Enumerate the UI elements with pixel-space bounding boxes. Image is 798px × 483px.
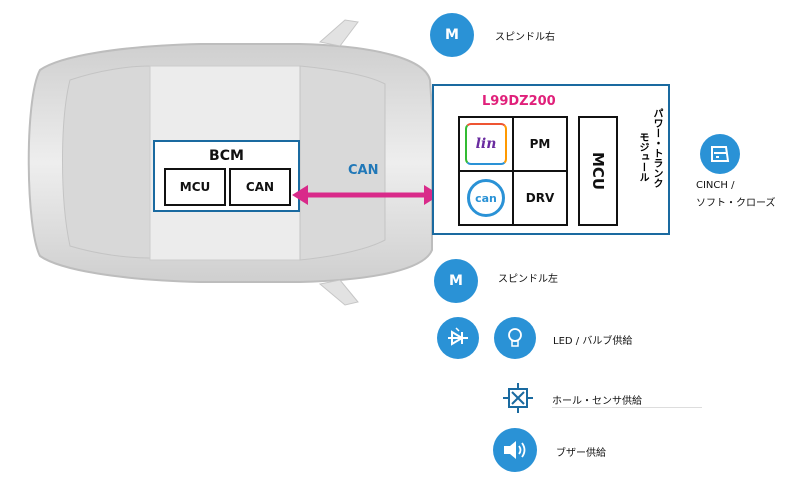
can-bus-arrow [292,185,440,205]
motor-left-icon: M [434,259,478,303]
bulb-icon [494,317,536,359]
module-name-col1: パワー・トランク [651,108,662,188]
cinch-label-line1: CINCH / [696,180,735,191]
can-chip: can [458,170,514,226]
bcm-mcu-chip: MCU [164,168,226,206]
lin-logo-text: lin [475,136,497,152]
lightbulb-icon [508,328,522,347]
diode-icon [448,327,468,346]
spindle-left-label: スピンドル左 [498,274,558,285]
cinch-door-icon [700,134,740,174]
spindle-right-label: スピンドル右 [495,32,555,43]
mirror-top [318,19,359,47]
hall-sensor-label: ホール・センサ供給 [552,392,702,408]
module-mcu-label: MCU [589,151,607,191]
hall-sensor-icon [503,383,533,413]
drv-chip: DRV [512,170,568,226]
led-bulb-label: LED / バルブ供給 [553,336,633,347]
part-number: L99DZ200 [482,94,556,109]
power-trunk-module-box: L99DZ200 lin PM can DRV MCU パワー・トランク モジュ… [432,84,670,235]
windshield-front [299,65,386,261]
buzzer-label: ブザー供給 [556,448,606,459]
buzzer-icon [493,428,537,472]
can-bus-label: CAN [348,163,379,178]
bcm-can-chip: CAN [229,168,291,206]
module-name: パワー・トランク モジュール [630,102,666,226]
bcm-box: BCM MCU CAN [153,140,300,212]
pm-chip: PM [512,116,568,172]
led-icon [437,317,479,359]
speaker-icon [504,441,526,459]
door-icon [711,146,730,162]
bcm-title: BCM [209,148,244,164]
can-logo-text: can [475,191,497,205]
lin-logo-icon: lin [465,123,507,165]
mirror-bottom [318,279,359,306]
windshield-rear [62,65,151,259]
cinch-label-line2: ソフト・クローズ [696,198,776,209]
motor-right-icon: M [430,13,474,57]
module-name-col2: モジュール [637,132,648,182]
module-mcu-chip: MCU [578,116,618,226]
lin-chip: lin [458,116,514,172]
can-logo-icon: can [467,179,505,217]
